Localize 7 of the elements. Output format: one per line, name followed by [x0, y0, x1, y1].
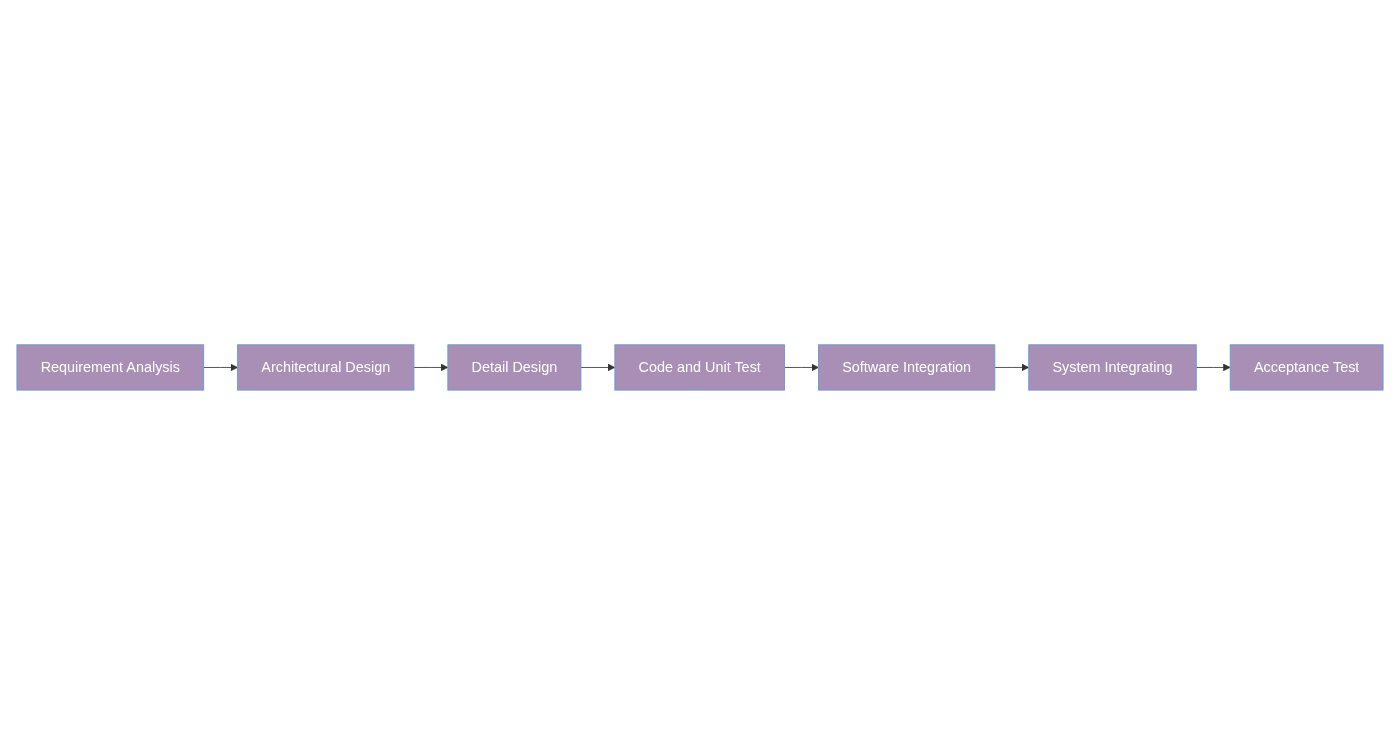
node-box: Requirement Analysis	[16, 344, 205, 391]
node-box: Code and Unit Test	[614, 344, 785, 391]
node-box: System Integrating	[1028, 344, 1197, 391]
node-box: Architectural Design	[237, 344, 415, 391]
node-box: Detail Design	[447, 344, 582, 391]
node-box: Acceptance Test	[1229, 344, 1384, 391]
node-box: Software Integration	[818, 344, 996, 391]
